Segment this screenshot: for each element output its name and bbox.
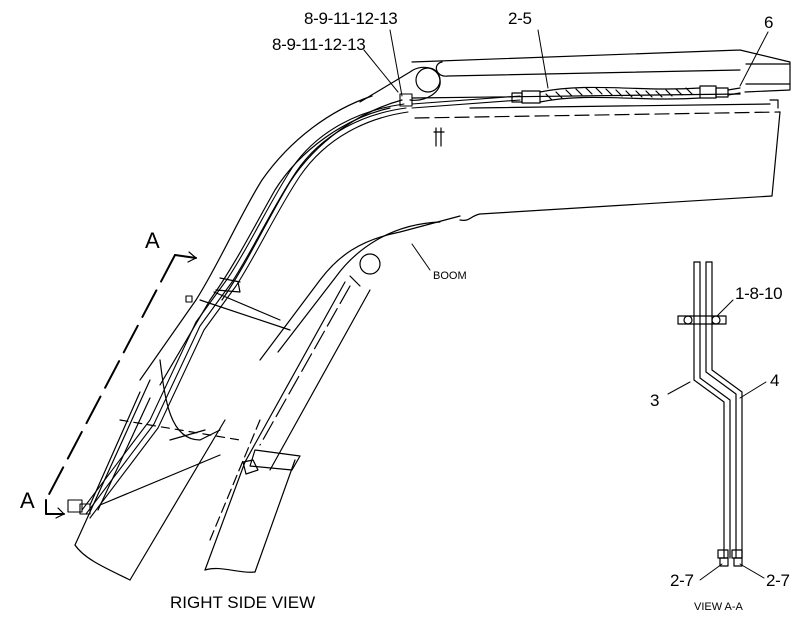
boom-label: BOOM <box>433 270 467 282</box>
hose-assembly <box>512 86 740 103</box>
boom-cylinder <box>205 282 370 572</box>
stick-body <box>412 50 790 220</box>
callout-label-three: 3 <box>650 391 660 410</box>
callout-label-four: 4 <box>770 371 780 390</box>
callout-label-fitting-left: 2-7 <box>670 571 694 590</box>
callout-label-hose: 2-5 <box>508 9 532 28</box>
callout-label-clamp-detail: 1-8-10 <box>735 284 783 303</box>
callout-label-clamp-lower: 8-9-11-12-13 <box>272 35 366 54</box>
section-marker-a-top: A <box>145 228 160 253</box>
section-cut-line <box>46 252 196 518</box>
view-caption-right-side: RIGHT SIDE VIEW <box>170 593 316 612</box>
view-aa-detail <box>678 262 742 566</box>
callout-label-fitting-right: 2-7 <box>766 571 790 590</box>
callout-label-fitting-six: 6 <box>764 13 774 32</box>
hydraulic-lines <box>68 94 520 518</box>
boom-structure <box>140 67 460 440</box>
boom-lower <box>75 380 240 580</box>
leader-lines <box>364 30 768 580</box>
callout-label-clamp-upper: 8-9-11-12-13 <box>304 9 398 28</box>
section-marker-a-bottom: A <box>20 488 35 513</box>
view-caption-aa: VIEW A-A <box>694 601 743 613</box>
